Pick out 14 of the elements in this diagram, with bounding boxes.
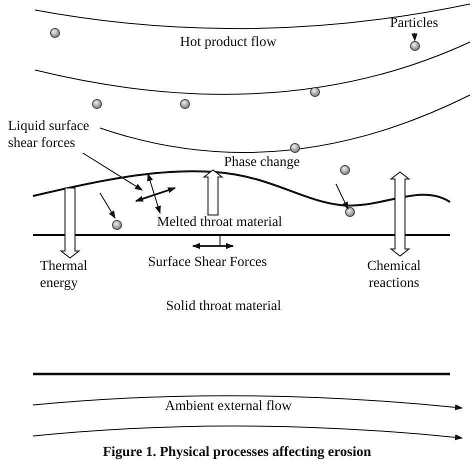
callout-label: Particles [390, 15, 438, 32]
figure-caption: Figure 1. Physical processes affecting erosion [102, 444, 372, 461]
region-label: Solid throat material [166, 298, 282, 315]
region-label: Surface Shear Forces [148, 254, 267, 271]
region-label: Thermal energy [40, 258, 88, 292]
leader-line [412, 32, 418, 42]
region-label: Phase change [224, 154, 300, 171]
region-label: Melted throat material [157, 214, 282, 231]
leader-line [82, 152, 143, 191]
particle [410, 41, 420, 51]
region-label: Ambient external flow [165, 398, 292, 415]
callout-label: Liquid surface shear forces [8, 118, 100, 152]
region-label: Chemical reactions [366, 258, 422, 292]
region-label: Hot product flow [180, 34, 276, 51]
